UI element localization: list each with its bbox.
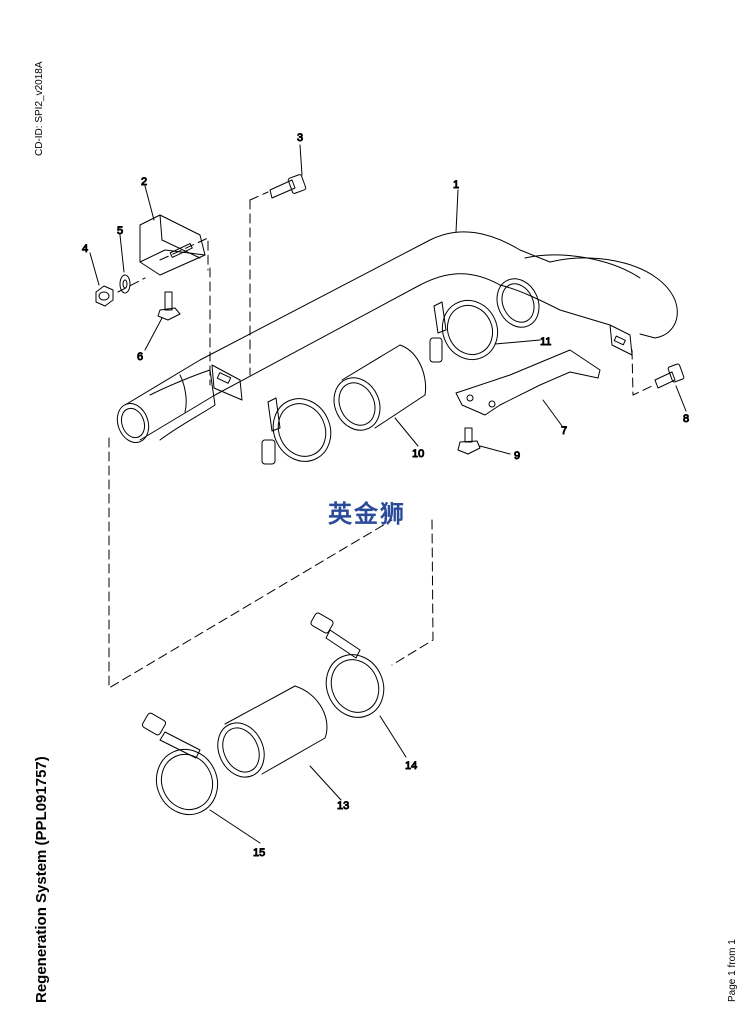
callout-8: 8 [683,413,689,425]
part-2-bracket [139,214,206,276]
part-8-bolt [654,363,685,389]
part-9-bolt [457,427,481,455]
callout-1: 1 [453,179,459,191]
part-10-hose [333,344,427,431]
callout-11: 11 [540,336,551,348]
callout-5: 5 [117,225,123,237]
callout-9: 9 [514,450,520,462]
part-3-bolt [269,174,307,199]
assembly-dash-lines [108,191,653,689]
part-1-pipe [116,231,678,443]
callout-10: 10 [412,448,424,460]
part-7-support-bracket [455,349,601,416]
callout-4: 4 [82,243,88,255]
watermark-logo: 英金狮 [328,500,406,528]
callout-14: 14 [405,760,417,772]
callout-6: 6 [137,351,143,363]
part-4-nut [95,285,114,307]
callout-7: 7 [561,425,567,437]
callout-3: 3 [297,132,303,144]
callout-13: 13 [337,800,349,812]
clamp-upper-left [261,397,332,465]
callout-15: 15 [253,847,265,859]
part-11-clamp [429,300,499,363]
part-6-bolt [157,291,181,321]
leader-lines [89,144,687,844]
part-13-hose [217,685,328,778]
part-14-clamp [310,612,385,718]
callout-labels: 1 2 3 4 5 6 7 8 9 10 11 13 14 15 [82,132,690,860]
callout-2: 2 [141,176,147,188]
part-15-clamp [141,712,219,815]
